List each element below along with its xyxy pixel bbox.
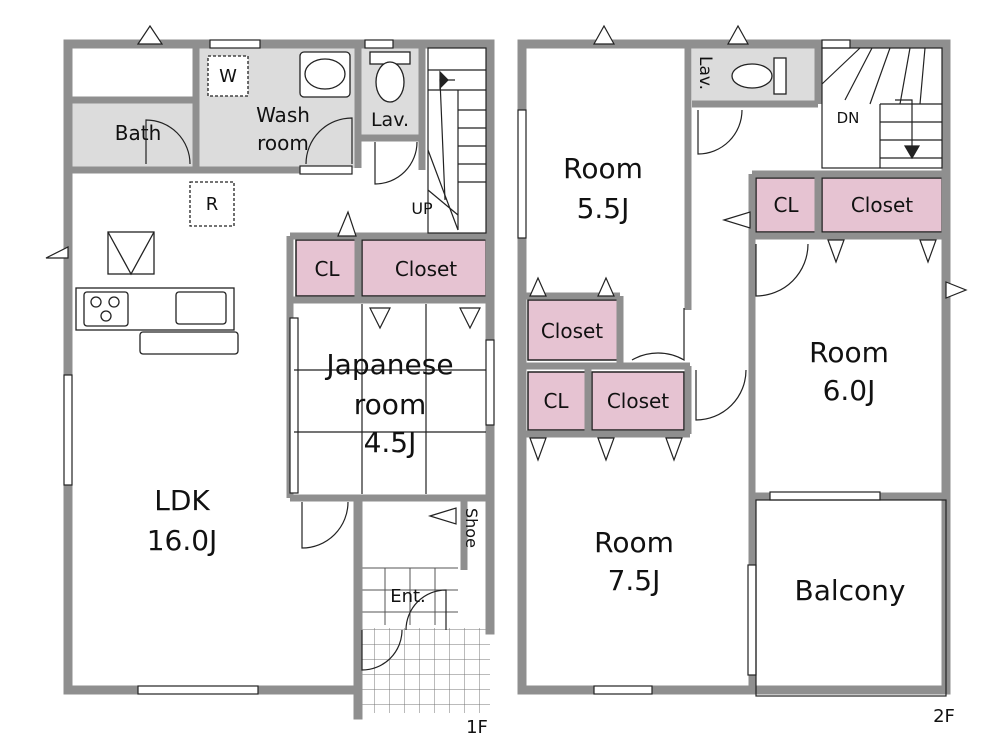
doors-2f xyxy=(631,109,809,421)
room-a-label: Room xyxy=(563,152,643,185)
door-markers-1f xyxy=(45,24,481,525)
fixtures-1f xyxy=(75,51,411,355)
stairs-2f xyxy=(821,47,943,169)
washroom-label-line2: room xyxy=(257,131,309,155)
floor-label-1f: 1F xyxy=(466,717,488,738)
windows-2f xyxy=(517,39,947,697)
room-c-size: 7.5J xyxy=(608,564,661,597)
entrance-label: Ent. xyxy=(390,586,426,607)
first-floor: Bath Wash room Lav. W R UP CL Closet Jap… xyxy=(45,24,495,738)
ldk-size: 16.0J xyxy=(147,524,218,557)
balcony-label: Balcony xyxy=(795,574,906,607)
ldk-label: LDK xyxy=(154,484,210,517)
cl-b-2f-label: CL xyxy=(773,193,799,217)
closet-c-2f xyxy=(591,371,685,431)
door-markers-2f xyxy=(529,24,968,462)
entrance-tiles xyxy=(360,628,490,713)
closet-a-2f-label: Closet xyxy=(541,319,603,343)
closet-c-2f-label: Closet xyxy=(607,389,669,413)
stairs-down-label: DN xyxy=(837,109,860,127)
closet-b-2f xyxy=(821,177,943,233)
japanese-room-label-line1: Japanese xyxy=(324,348,453,381)
tatami-lines xyxy=(294,304,486,494)
closet-1f-label: Closet xyxy=(395,257,457,281)
doors-1f xyxy=(145,117,447,671)
closet-b-2f-label: Closet xyxy=(851,193,913,217)
fixtures-2f xyxy=(731,57,787,95)
cl-c-2f-label: CL xyxy=(543,389,569,413)
floor-label-2f: 2F xyxy=(933,706,955,727)
stairs-up-label: UP xyxy=(411,199,433,218)
inner-walls-1f xyxy=(68,48,490,570)
shoe-label: Shoe xyxy=(462,508,481,548)
labels-1f: Bath Wash room Lav. W R UP CL Closet Jap… xyxy=(115,66,488,738)
japanese-room-label-line2: room xyxy=(354,388,426,421)
bath-label: Bath xyxy=(115,121,162,145)
room-b-size: 6.0J xyxy=(823,374,876,407)
cl-1f-label: CL xyxy=(314,257,340,281)
room-a-size: 5.5J xyxy=(577,192,630,225)
closet-1f xyxy=(361,239,487,297)
washer-label: W xyxy=(219,66,237,87)
stairs-1f xyxy=(427,47,487,234)
lavatory-label: Lav. xyxy=(371,109,409,131)
second-floor: Lav. DN Room 5.5J Closet CL Closet CL Cl… xyxy=(517,24,968,727)
bath-floor xyxy=(72,100,197,168)
closet-a-2f xyxy=(527,299,619,361)
labels-2f: Lav. DN Room 5.5J Closet CL Closet CL Cl… xyxy=(541,56,955,727)
fridge-label: R xyxy=(206,194,219,215)
washroom-label-line1: Wash xyxy=(256,103,310,127)
room-b-label: Room xyxy=(809,336,889,369)
windows-1f xyxy=(63,39,495,695)
lavatory-2f-label: Lav. xyxy=(695,56,715,90)
cl-b-2f xyxy=(755,177,817,233)
japanese-room-size: 4.5J xyxy=(364,426,417,459)
room-c-label: Room xyxy=(594,526,674,559)
